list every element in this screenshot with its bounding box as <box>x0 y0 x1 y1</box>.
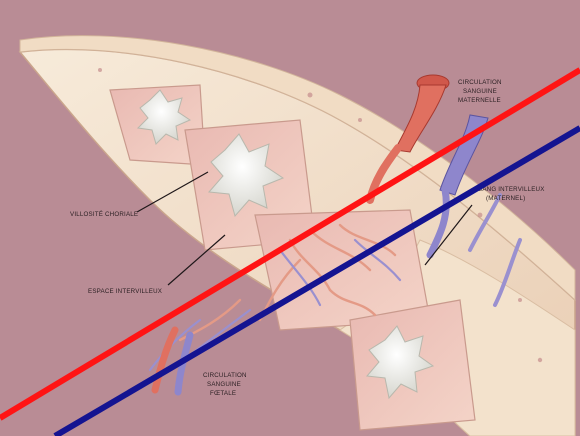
label-circ-maternelle-2: SANGUINE <box>463 88 497 95</box>
label-circ-maternelle-1: CIRCULATION <box>458 79 502 86</box>
label-circ-foetale-1: CIRCULATION <box>203 372 247 379</box>
label-circ-foetale-2: SANGUINE <box>207 381 241 388</box>
label-circ-foetale-3: FŒTALE <box>210 390 236 397</box>
label-villosite-choriale: VILLOSITÉ CHORIALE <box>70 211 138 218</box>
label-circ-maternelle-3: MATERNELLE <box>458 97 501 104</box>
label-sang-intervilleux-2: (MATERNEL) <box>486 195 525 202</box>
label-sang-intervilleux-1: SANG INTERVILLEUX <box>478 186 545 193</box>
label-espace-intervilleux: ESPACE INTERVILLEUX <box>88 288 162 295</box>
